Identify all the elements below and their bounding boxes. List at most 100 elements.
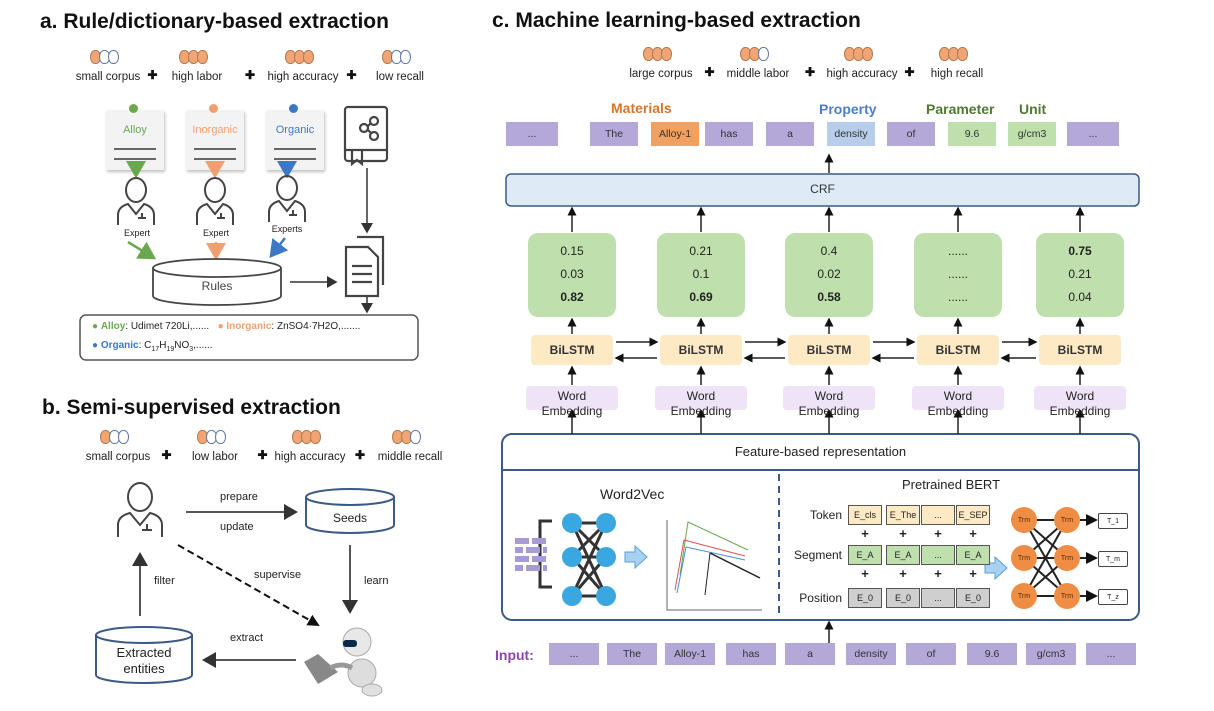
edge-label-learn: learn <box>364 575 389 587</box>
output-token: g/cm3 <box>1008 122 1056 146</box>
level-battery-icon <box>179 50 215 66</box>
bert-embedding-cell: ... <box>921 588 955 608</box>
probability-value: ...... <box>947 267 968 281</box>
category-materials: Materials <box>611 100 672 116</box>
cost-label: low labor <box>191 451 239 463</box>
transformer-node: Trm <box>1054 507 1080 533</box>
output-token: The <box>590 122 638 146</box>
probability-value: 0.04 <box>1068 290 1092 304</box>
note-organic: Organic <box>266 104 324 170</box>
word-embedding-box <box>655 386 747 410</box>
output-token: ... <box>506 122 558 146</box>
edge-label-update: update <box>220 521 254 533</box>
expert-icon <box>117 177 155 225</box>
arrow-right-icon <box>624 544 648 570</box>
word2vec-pca-plot <box>666 520 762 611</box>
bert-output-token: T_z <box>1098 589 1128 605</box>
probability-value: 0.03 <box>560 267 584 281</box>
knowledge-book-icon <box>343 105 389 167</box>
plus-icon: + <box>899 566 907 581</box>
edge-label-filter: filter <box>154 575 175 587</box>
transformer-node: Trm <box>1011 545 1037 571</box>
arrow <box>269 237 289 258</box>
input-token: Alloy-1 <box>665 643 715 665</box>
bilstm-cell: BiLSTM <box>660 335 742 365</box>
extracted-entities-database-icon <box>95 626 193 684</box>
plus-icon: ✚ <box>161 448 172 462</box>
note-alloy: Alloy <box>106 104 164 170</box>
probability-box: .................. <box>914 233 1002 317</box>
plus-icon: + <box>861 566 869 581</box>
transformer-node: Trm <box>1054 583 1080 609</box>
bert-output-token: T_m <box>1098 551 1128 567</box>
word2vec-title: Word2Vec <box>600 486 665 502</box>
plus-icon: + <box>969 526 977 541</box>
arrow-right-icon <box>984 555 1008 581</box>
bert-embedding-cell: E_0 <box>848 588 882 608</box>
plus-icon: ✚ <box>245 68 256 82</box>
probability-value: 0.58 <box>817 290 841 304</box>
transformer-node: Trm <box>1011 583 1037 609</box>
bert-row-label: Segment <box>793 548 842 562</box>
bert-embedding-cell: E_A <box>848 545 882 565</box>
input-token: ... <box>549 643 599 665</box>
output-token: ... <box>1067 122 1119 146</box>
expert-icon <box>268 175 306 222</box>
battery-cell <box>197 50 208 64</box>
category-unit: Unit <box>1019 101 1047 117</box>
panel-a-title: a. Rule/dictionary-based extraction <box>40 10 389 33</box>
inorganic-value: : ZnSO4·7H2O,....... <box>271 321 361 332</box>
bilstm-cell: BiLSTM <box>1039 335 1121 365</box>
input-token: ... <box>1086 643 1136 665</box>
bert-embedding-cell: E_0 <box>886 588 920 608</box>
plus-icon: + <box>969 566 977 581</box>
level-battery-icon <box>382 50 418 66</box>
word-embedding-box <box>912 386 1004 410</box>
expert-label: Expert <box>123 228 150 238</box>
plus-icon: ✚ <box>346 68 357 82</box>
output-line-1: ● Alloy: Udimet 720Li,...... ● Inorganic… <box>92 321 361 332</box>
battery-cell <box>410 430 421 444</box>
output-token: 9.6 <box>948 122 996 146</box>
note-inorganic: Inorganic <box>186 104 244 170</box>
robot-icon <box>304 627 383 697</box>
output-token: has <box>705 122 753 146</box>
battery-cell <box>758 47 769 61</box>
plus-icon: + <box>934 526 942 541</box>
cost-label: high accuracy <box>274 451 346 463</box>
word-embedding-box <box>526 386 618 410</box>
note-label: Organic <box>275 124 315 136</box>
probability-value: 0.1 <box>692 267 710 281</box>
supervise-arrow <box>177 544 320 626</box>
seeds-database-icon <box>305 488 395 534</box>
plus-icon: + <box>861 526 869 541</box>
rules-database-icon <box>152 258 282 306</box>
plus-icon: ✚ <box>904 65 915 79</box>
organic-key: Organic <box>100 340 139 351</box>
cost-label: high accuracy <box>826 68 898 80</box>
arrow <box>127 240 157 260</box>
bert-embedding-cell: E_SEP <box>956 505 990 525</box>
crf-layer <box>505 173 1140 207</box>
plus-icon: + <box>899 526 907 541</box>
battery-cell <box>661 47 672 61</box>
battery-cell <box>118 430 129 444</box>
level-battery-icon <box>740 47 776 63</box>
bert-row-label: Token <box>809 508 842 522</box>
input-token: g/cm3 <box>1026 643 1076 665</box>
bert-embedding-cell: E_0 <box>956 588 990 608</box>
bert-embedding-cell: E_cls <box>848 505 882 525</box>
expert-label: Experts <box>271 224 303 234</box>
pin-icon <box>209 104 218 113</box>
level-battery-icon <box>392 430 428 446</box>
level-battery-icon <box>643 47 679 63</box>
input-token: has <box>726 643 776 665</box>
level-battery-icon <box>100 430 136 446</box>
alloy-value: : Udimet 720Li,...... <box>125 321 210 332</box>
cost-label: low recall <box>376 71 424 83</box>
bert-row-label: Position <box>799 591 842 605</box>
